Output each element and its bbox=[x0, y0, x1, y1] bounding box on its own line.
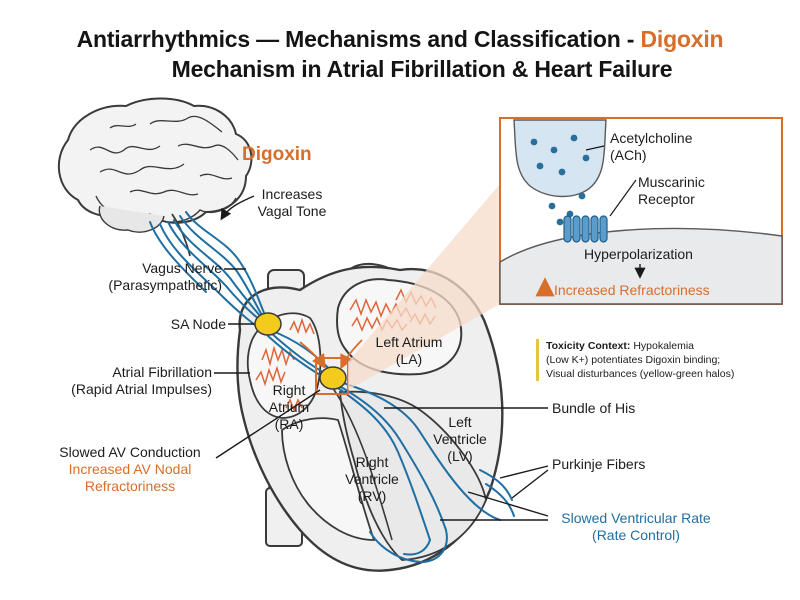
ra-line3: (RA) bbox=[274, 416, 304, 432]
title-drug-name: Digoxin bbox=[640, 26, 724, 52]
zoom-wedge bbox=[348, 184, 500, 390]
av-line3: Refractoriness bbox=[84, 478, 176, 494]
sa-node-label: SA Node bbox=[170, 316, 226, 332]
tox-line3: Visual disturbances (yellow-green halos) bbox=[546, 368, 735, 380]
tox-line1: Toxicity Context: Hypokalemia bbox=[546, 339, 796, 353]
av-line1: Slowed AV Conduction bbox=[59, 444, 201, 460]
drug-effect-line2: Vagal Tone bbox=[257, 203, 327, 219]
page-title-line1: Antiarrhythmics — Mechanisms and Classif… bbox=[0, 26, 800, 53]
vagus-nerve-label: Vagus Nerve (Parasympathetic) bbox=[70, 260, 222, 294]
lv-line2: Ventricle bbox=[433, 431, 487, 447]
ra-line2: Atrium bbox=[268, 399, 310, 415]
increased-refractoriness-label: Increased Refractoriness bbox=[554, 282, 710, 298]
tox-heading: Toxicity Context: bbox=[546, 340, 631, 352]
vagus-nerve bbox=[149, 211, 515, 564]
drug-effect-label: Increases Vagal Tone bbox=[252, 186, 332, 220]
bundle-of-his-label: Bundle of His bbox=[552, 400, 636, 416]
hyperpolarization-label: Hyperpolarization bbox=[584, 246, 693, 262]
afib-line2: (Rapid Atrial Impulses) bbox=[71, 381, 212, 397]
ra-line1: Right bbox=[272, 382, 306, 398]
rv-line2: Ventricle bbox=[345, 471, 399, 487]
impulse-arrows bbox=[299, 339, 363, 370]
lv-line3: (LV) bbox=[447, 448, 473, 464]
title-prefix: Antiarrhythmics — Mechanisms and Classif… bbox=[76, 26, 641, 52]
left-ventricle-label: Left Ventricle (LV) bbox=[424, 414, 496, 465]
acetylcholine-label: Acetylcholine (ACh) bbox=[610, 130, 693, 164]
vagus-line2: (Parasympathetic) bbox=[108, 277, 222, 293]
rv-line3: (RV) bbox=[357, 488, 387, 504]
toxicity-context-note: Toxicity Context: Hypokalemia (Low K+) p… bbox=[536, 339, 796, 381]
right-atrium-label: Right Atrium (RA) bbox=[254, 382, 324, 433]
tox-line1-rest: Hypokalemia bbox=[630, 340, 695, 352]
ach-line2: (ACh) bbox=[610, 147, 647, 163]
av-line2: Increased AV Nodal bbox=[68, 461, 192, 477]
av-conduction-label: Slowed AV Conduction Increased AV Nodal … bbox=[42, 444, 218, 495]
drug-effect-line1: Increases bbox=[261, 186, 323, 202]
receptor-line2: Receptor bbox=[638, 191, 695, 207]
page-title-line2: Mechanism in Atrial Fibrillation & Heart… bbox=[171, 56, 673, 82]
av-node bbox=[319, 366, 347, 390]
purkinje-fibers-label: Purkinje Fibers bbox=[552, 456, 646, 472]
rate-line2: (Rate Control) bbox=[592, 527, 680, 543]
lv-line1: Left bbox=[448, 414, 472, 430]
ach-line1: Acetylcholine bbox=[610, 130, 693, 146]
right-ventricle-label: Right Ventricle (RV) bbox=[332, 454, 412, 505]
sa-node bbox=[254, 312, 282, 336]
tox-line2: (Low K+) potentiates Digoxin binding; bbox=[546, 354, 721, 366]
receptor-line1: Muscarinic bbox=[638, 174, 705, 190]
left-atrium-label: Left Atrium (LA) bbox=[362, 334, 456, 368]
la-line1: Left Atrium bbox=[375, 334, 443, 350]
rv-line1: Right bbox=[355, 454, 389, 470]
rate-line1: Slowed Ventricular Rate bbox=[561, 510, 711, 526]
rate-control-label: Slowed Ventricular Rate (Rate Control) bbox=[548, 510, 724, 544]
la-line2: (LA) bbox=[395, 351, 423, 367]
leader-lines bbox=[214, 195, 549, 521]
drug-label: Digoxin bbox=[242, 144, 312, 165]
vagus-line1: Vagus Nerve bbox=[142, 260, 222, 276]
muscarinic-receptor-label: Muscarinic Receptor bbox=[638, 174, 705, 208]
receptor-inset bbox=[499, 117, 783, 305]
afib-label: Atrial Fibrillation (Rapid Atrial Impuls… bbox=[40, 364, 212, 398]
brain-illustration bbox=[58, 97, 253, 257]
afib-line1: Atrial Fibrillation bbox=[112, 364, 212, 380]
